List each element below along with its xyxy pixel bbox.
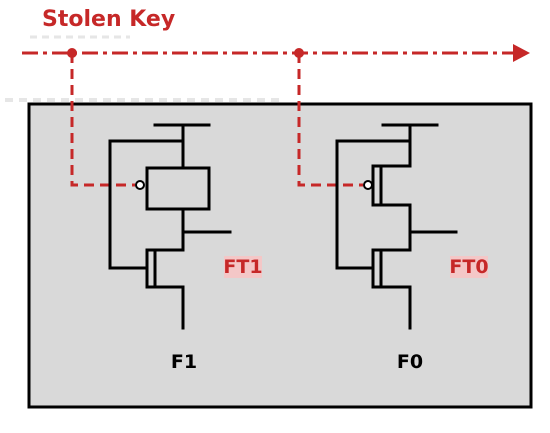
background-traces bbox=[5, 35, 280, 102]
cell-f1: FT1 F1 bbox=[108, 123, 263, 373]
inverting-gate-bubble-f1 bbox=[135, 180, 145, 190]
cell-label-f0: F0 bbox=[397, 351, 423, 373]
cell-f0: FT0 F0 bbox=[335, 123, 489, 373]
tag-badge-f1 bbox=[224, 256, 262, 278]
key-line bbox=[22, 51, 515, 187]
tag-badge-f0 bbox=[450, 256, 488, 278]
stolen-key-label: Stolen Key bbox=[42, 7, 175, 32]
inverting-gate-bubble-f0 bbox=[363, 180, 373, 190]
chip-body bbox=[27, 102, 533, 409]
transistor-wiring-f0 bbox=[335, 123, 458, 330]
key-tap-f0 bbox=[294, 48, 304, 58]
cell-tag-f1: FT1 bbox=[223, 256, 262, 278]
key-tap-f1 bbox=[67, 48, 77, 58]
key-line-arrow-icon bbox=[513, 44, 530, 62]
cell-tag-f0: FT0 bbox=[449, 256, 488, 278]
cell-label-f1: F1 bbox=[171, 351, 197, 373]
transistor-wiring-f1 bbox=[108, 123, 232, 330]
